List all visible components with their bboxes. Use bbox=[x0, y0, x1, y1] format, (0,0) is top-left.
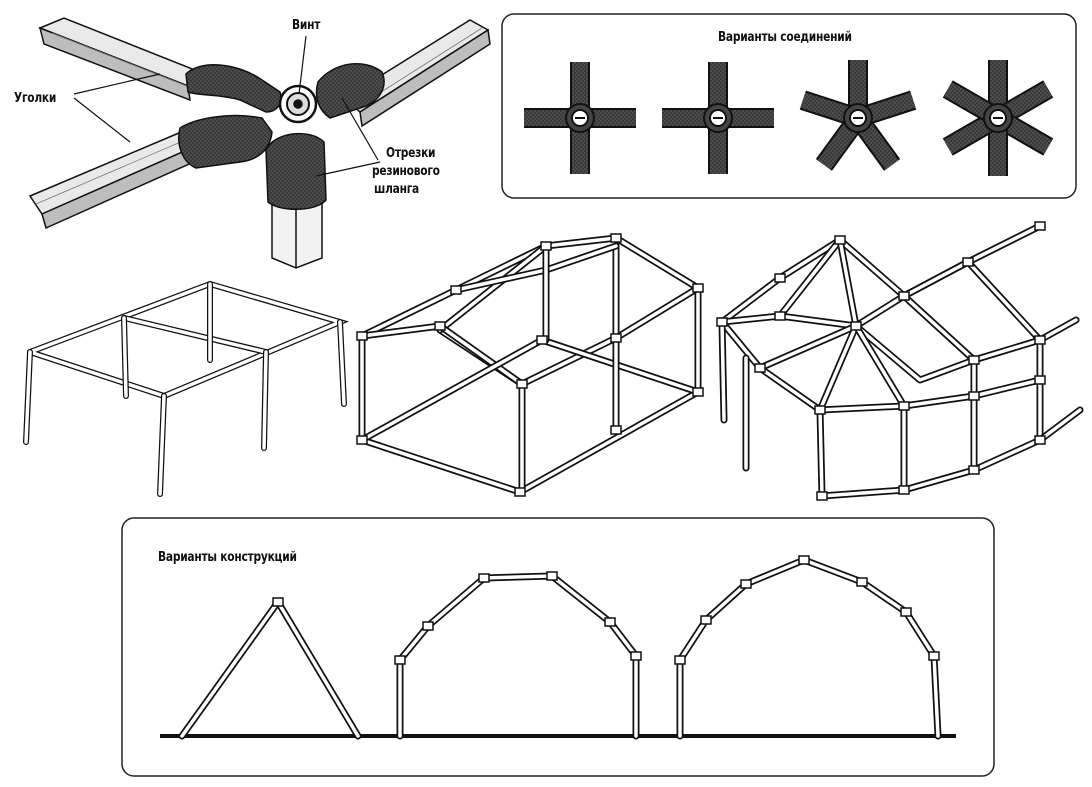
connection-variants-title: Варианты соединений bbox=[718, 30, 852, 45]
flat-table-frame bbox=[23, 280, 349, 497]
hose-label-line3: шланга bbox=[374, 182, 419, 197]
hose-piece-lower-vertical bbox=[265, 132, 327, 210]
connector-4-arms bbox=[524, 62, 636, 174]
connector-5-arms bbox=[799, 60, 917, 171]
angle-bar-upper-left bbox=[37, 17, 202, 102]
connector-6-arms bbox=[942, 60, 1054, 176]
profile-triangle bbox=[178, 597, 362, 740]
hose-label-line1: Отрезки bbox=[386, 146, 436, 161]
construction-variants-box bbox=[121, 517, 995, 777]
connection-variants-box bbox=[501, 13, 1077, 199]
angle-bar-lower-left bbox=[28, 129, 199, 230]
dome-tent-frame bbox=[716, 221, 1084, 501]
hose-piece-lower-left bbox=[178, 114, 273, 169]
connection-variants bbox=[524, 60, 1054, 176]
profile-trapezoid-arch bbox=[394, 571, 642, 740]
hose-piece-upper-right bbox=[315, 63, 385, 119]
corners-label: Уголки bbox=[14, 91, 57, 106]
screw-icon bbox=[278, 84, 318, 124]
hose-piece-upper-left bbox=[185, 64, 282, 113]
hose-label-line2: резинового bbox=[372, 164, 440, 179]
joint-illustration bbox=[28, 17, 491, 269]
profile-pointed-arch bbox=[674, 555, 942, 740]
leader-lines bbox=[73, 35, 381, 177]
house-frame bbox=[356, 233, 704, 497]
screw-label: Винт bbox=[292, 18, 321, 33]
connector-4-arms bbox=[662, 62, 774, 174]
construction-variants-title: Варианты конструкций bbox=[158, 550, 297, 565]
construction-profiles bbox=[178, 555, 942, 740]
